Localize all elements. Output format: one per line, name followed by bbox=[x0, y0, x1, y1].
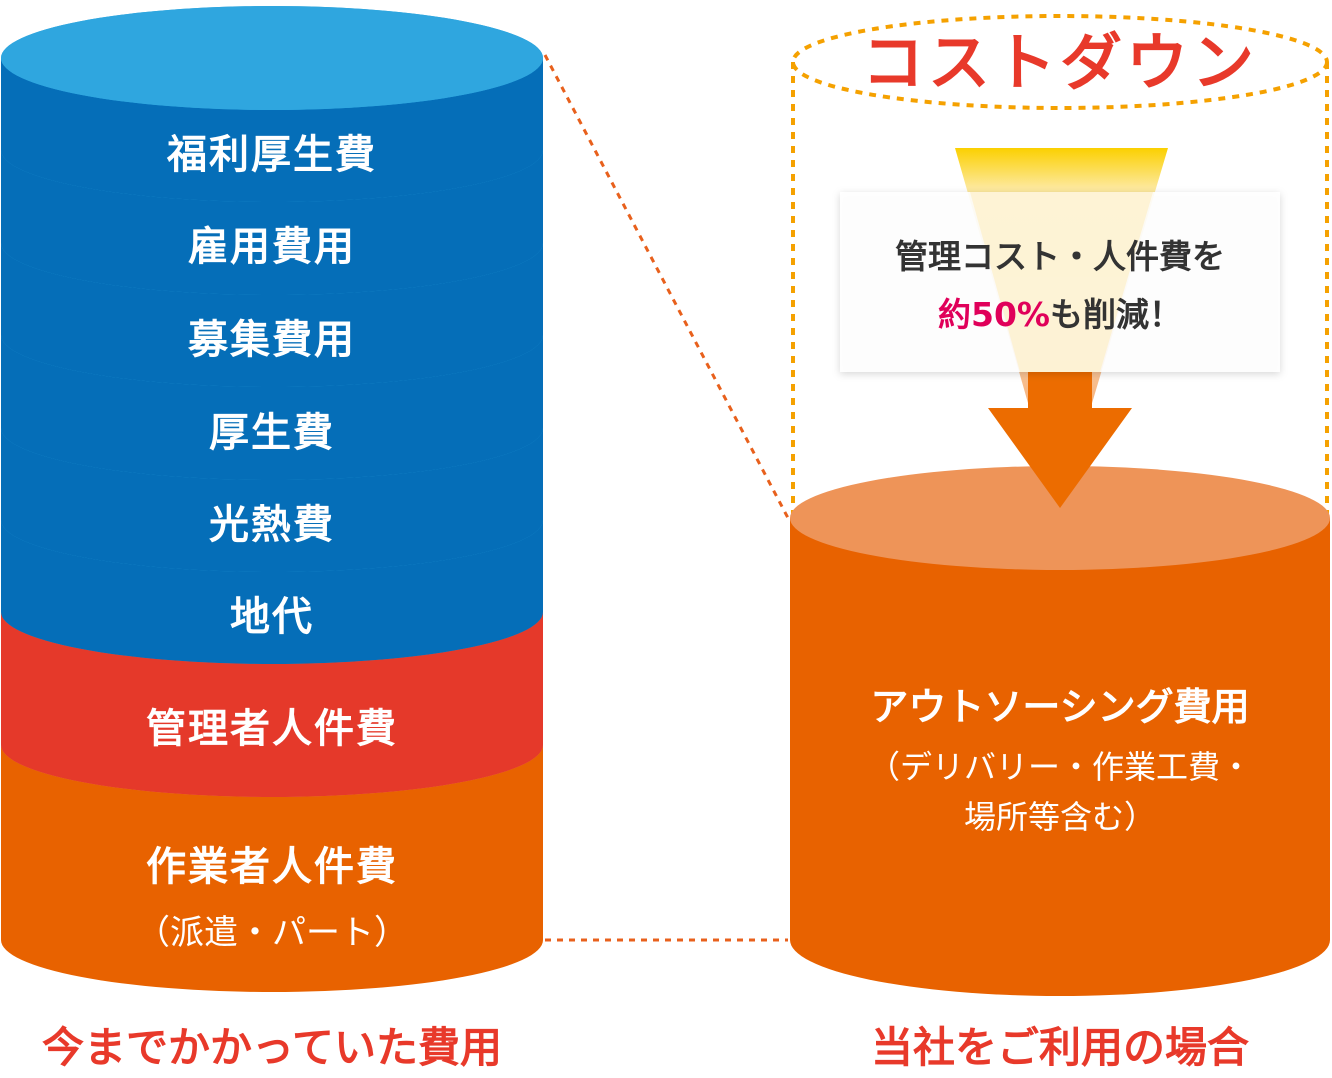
layer-label-4: 光熱費 bbox=[209, 502, 335, 548]
connector-top-line bbox=[543, 54, 790, 519]
outsourcing-title: アウトソーシング費用 bbox=[870, 685, 1249, 729]
layer-label-7: 作業者人件費 bbox=[146, 844, 398, 890]
left-caption: 今までかかっていた費用 bbox=[42, 1023, 502, 1072]
cylinder-top-cap bbox=[1, 6, 543, 110]
layer-label-3: 厚生費 bbox=[209, 410, 335, 456]
callout-accent: 約50% bbox=[938, 295, 1050, 334]
layer-label-6: 管理者人件費 bbox=[146, 706, 398, 752]
outsourcing-cylinder-top bbox=[790, 466, 1330, 570]
layer-body-7 bbox=[1, 745, 543, 992]
layer-label-2: 募集費用 bbox=[187, 317, 356, 363]
layer-label-0: 福利厚生費 bbox=[166, 132, 377, 178]
layer-label-1: 雇用費用 bbox=[188, 224, 356, 270]
layer-label-5: 地代 bbox=[230, 594, 314, 640]
down-arrow-icon bbox=[988, 372, 1132, 508]
callout-line-2: 約50%も削減！ bbox=[938, 295, 1182, 334]
funnel-overlay bbox=[970, 192, 1153, 372]
outsourcing-cylinder bbox=[790, 466, 1330, 996]
cost-down-outline bbox=[791, 14, 1329, 518]
callout-rest: も削減！ bbox=[1050, 295, 1182, 334]
cost-down-headline: コストダウン bbox=[862, 26, 1258, 99]
outsourcing-sub-1: （デリバリー・作業工費・ bbox=[868, 748, 1252, 786]
layer-body-6 bbox=[1, 612, 543, 797]
outsourcing-cylinder-body bbox=[790, 518, 1330, 996]
right-caption: 当社をご利用の場合 bbox=[871, 1023, 1249, 1072]
layer-sublabel-7: （派遣・パート） bbox=[136, 913, 408, 953]
outsourcing-sub-2: 場所等含む） bbox=[964, 798, 1156, 836]
callout-line-1: 管理コスト・人件費を bbox=[895, 237, 1225, 276]
